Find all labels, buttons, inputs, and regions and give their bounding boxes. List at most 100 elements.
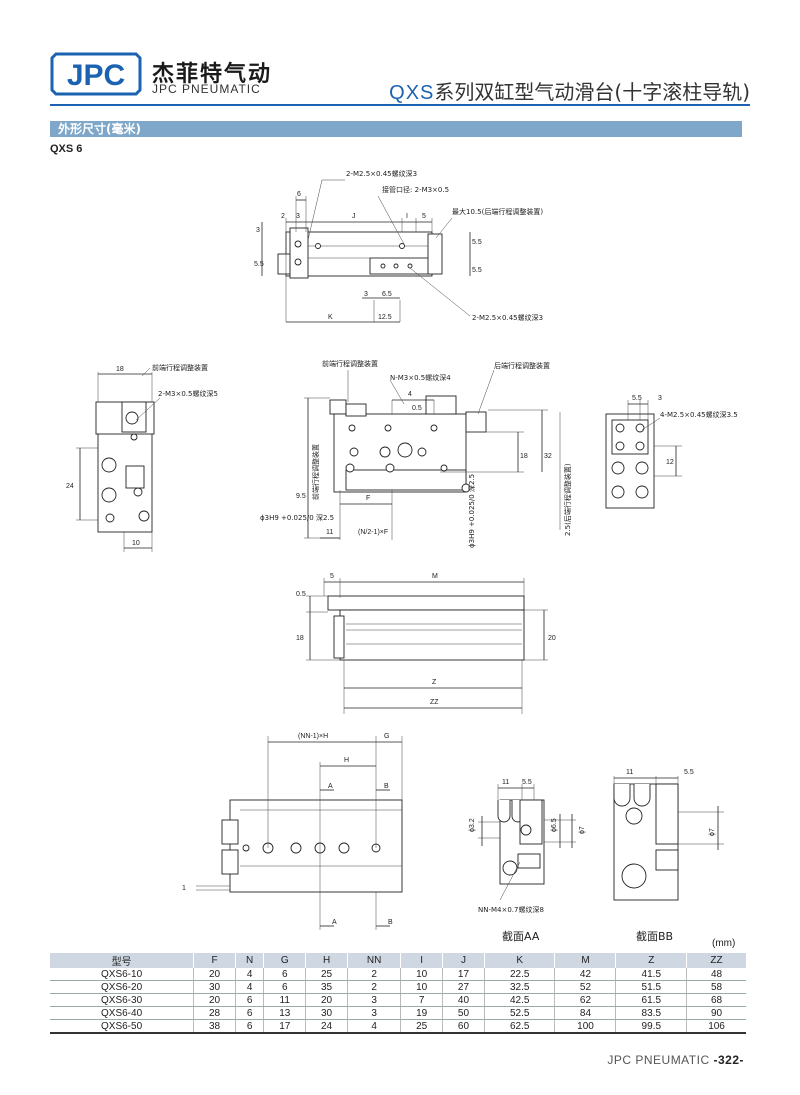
table-cell: 106	[686, 1019, 746, 1034]
table-cell: 32.5	[483, 980, 555, 994]
dim-label: 18	[116, 366, 124, 373]
svg-text:JPC: JPC	[67, 59, 125, 92]
dim-label: 5.5	[472, 267, 482, 274]
table-header: NN	[346, 953, 401, 968]
table-cell: 7	[400, 993, 443, 1007]
dim-label: 12	[666, 459, 674, 466]
dim-label: H	[344, 757, 349, 764]
table-cell: 6	[234, 1019, 264, 1034]
table-cell: 20	[305, 993, 348, 1007]
caption-section-bb: 截面BB	[636, 930, 674, 943]
table-cell: 11	[263, 993, 306, 1007]
table-cell: 10	[400, 968, 443, 981]
table-cell: 4	[234, 980, 264, 994]
brand-name-cn: 杰菲特气动	[152, 62, 273, 87]
section-aa-view	[478, 784, 576, 901]
table-cell: 27	[442, 980, 485, 994]
table-cell: 52	[554, 980, 616, 994]
table-cell: 4	[234, 968, 264, 981]
note-front-rear-stroke-v: 2.5(后端行程调整装置)	[563, 463, 572, 536]
table-cell: 30	[305, 1006, 348, 1020]
page-number: -322-	[713, 1053, 744, 1067]
table-cell: 22.5	[483, 968, 555, 981]
note-front-thread: N-M3×0.5螺纹深4	[390, 373, 451, 382]
table-cell: QXS6-20	[50, 980, 194, 994]
table-cell: 35	[305, 980, 348, 994]
table-cell: 3	[346, 1006, 401, 1020]
dim-label: 5.5	[522, 779, 532, 786]
table-cell: 90	[686, 1006, 746, 1020]
dim-label: 3	[364, 291, 368, 298]
note-right-thread: 4-M2.5×0.45螺纹深3.5	[660, 410, 738, 419]
dim-label: ϕ7	[709, 828, 716, 836]
dim-label: ϕ7	[579, 826, 586, 834]
table-cell: 51.5	[615, 980, 687, 994]
dim-label: 3	[256, 227, 260, 234]
table-cell: 83.5	[615, 1006, 687, 1020]
dim-label: 18	[520, 453, 528, 460]
dim-label: ϕ6.5	[551, 818, 558, 832]
table-cell: 6	[234, 993, 264, 1007]
left-view	[76, 367, 161, 552]
table-header: J	[442, 953, 485, 968]
table-cell: 84	[554, 1006, 616, 1020]
table-header-row: 型号 F N G H NN I J K M Z ZZ	[50, 953, 746, 968]
dim-label: G	[384, 733, 389, 740]
table-cell: 20	[193, 993, 236, 1007]
note-front-rear-stroke: 后端行程调整装置	[494, 361, 550, 370]
dim-label: (NN-1)×H	[298, 733, 328, 740]
right-view	[605, 400, 682, 509]
dim-label: 1	[182, 885, 186, 892]
dim-label: ZZ	[430, 699, 439, 706]
dim-label: 12.5	[378, 314, 392, 321]
note-front-hole-2: ϕ3H9 +0.025/0 深2.5	[467, 474, 476, 548]
dim-label: 32	[544, 453, 552, 460]
table-cell: 24	[305, 1019, 348, 1034]
caption-section-aa: 截面AA	[502, 930, 540, 943]
header-rule	[50, 104, 750, 106]
dim-label: 0.5	[412, 405, 422, 412]
table-cell: 50	[442, 1006, 485, 1020]
dim-label: J	[352, 213, 356, 220]
table-cell: 6	[263, 980, 306, 994]
table-header: M	[554, 953, 616, 968]
dim-label: A	[332, 919, 337, 926]
dim-label: (N/2-1)×F	[358, 529, 388, 536]
dim-label: 24	[66, 483, 74, 490]
dim-label: 5.5	[684, 769, 694, 776]
dim-label: 11	[502, 779, 509, 786]
table-cell: 2	[346, 968, 401, 981]
table-cell: 100	[554, 1019, 616, 1034]
table-cell: 28	[193, 1006, 236, 1020]
note-section-aa-thread: NN-M4×0.7螺纹深8	[478, 905, 544, 914]
top-view	[261, 179, 471, 323]
dim-label: 20	[548, 635, 556, 642]
note-left-thread: 2-M3×0.5螺纹深5	[158, 389, 218, 398]
table-header: H	[305, 953, 348, 968]
table-cell: 62.5	[483, 1019, 555, 1034]
dim-label: 5.5	[254, 261, 264, 268]
dim-label: I	[406, 213, 408, 220]
series-code: QXS	[389, 82, 435, 104]
table-cell: 13	[263, 1006, 306, 1020]
table-cell: 6	[234, 1006, 264, 1020]
table-cell: 4	[346, 1019, 401, 1034]
table-header: F	[193, 953, 236, 968]
table-cell: 58	[686, 980, 746, 994]
table-cell: 3	[346, 993, 401, 1007]
table-cell: 19	[400, 1006, 443, 1020]
section-bb-view	[613, 776, 724, 901]
table-cell: 42.5	[483, 993, 555, 1007]
dim-label: 5.5	[632, 395, 642, 402]
table-header: N	[234, 953, 264, 968]
dim-label: A	[328, 783, 333, 790]
series-title: QXS系列双缸型气动滑台(十字滚柱导轨)	[389, 76, 750, 105]
model-label: QXS 6	[50, 143, 83, 155]
note-top-thread-1: 2-M2.5×0.45螺纹深3	[346, 169, 417, 178]
dim-label: 18	[296, 635, 304, 642]
note-top-port: 接管口径: 2-M3×0.5	[382, 185, 449, 194]
dim-label: 6	[297, 191, 301, 198]
note-front-front-stroke: 前端行程调整装置	[322, 359, 378, 368]
